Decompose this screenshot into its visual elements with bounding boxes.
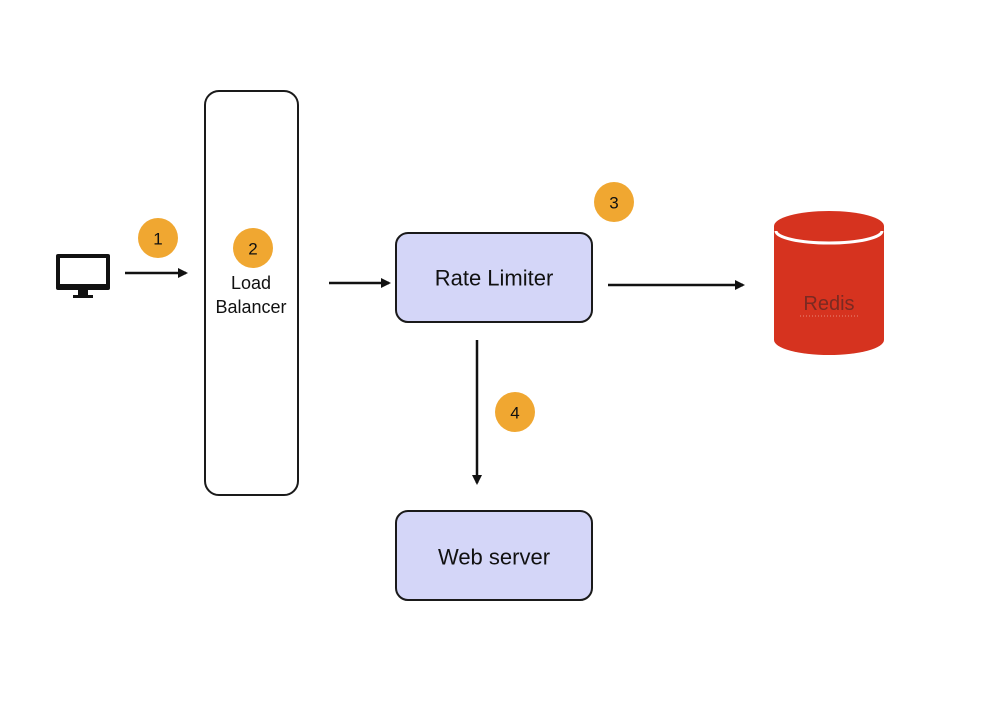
step-badge-4-label: 4 — [510, 404, 519, 423]
web-server-box: Web server — [395, 510, 593, 601]
step-badge-4: 4 — [495, 392, 535, 432]
load-balancer: Load Balancer — [204, 90, 299, 496]
redis-label: Redis — [803, 293, 854, 315]
load-balancer-label-line1: Load — [231, 273, 271, 293]
load-balancer-label-line2: Balancer — [215, 297, 286, 317]
web-server-label: Web server — [438, 545, 550, 570]
rate-limiter-label: Rate Limiter — [435, 266, 554, 291]
step-badge-3: 3 — [594, 182, 634, 222]
step-badge-1: 1 — [138, 218, 178, 258]
monitor-icon — [56, 254, 110, 298]
rate-limiter-box: Rate Limiter — [395, 232, 593, 323]
step-badge-3-label: 3 — [609, 194, 618, 213]
step-badge-2-label: 2 — [248, 240, 257, 259]
database-cylinder-icon: Redis — [774, 211, 884, 355]
step-badge-2: 2 — [233, 228, 273, 268]
step-badge-1-label: 1 — [153, 230, 162, 249]
